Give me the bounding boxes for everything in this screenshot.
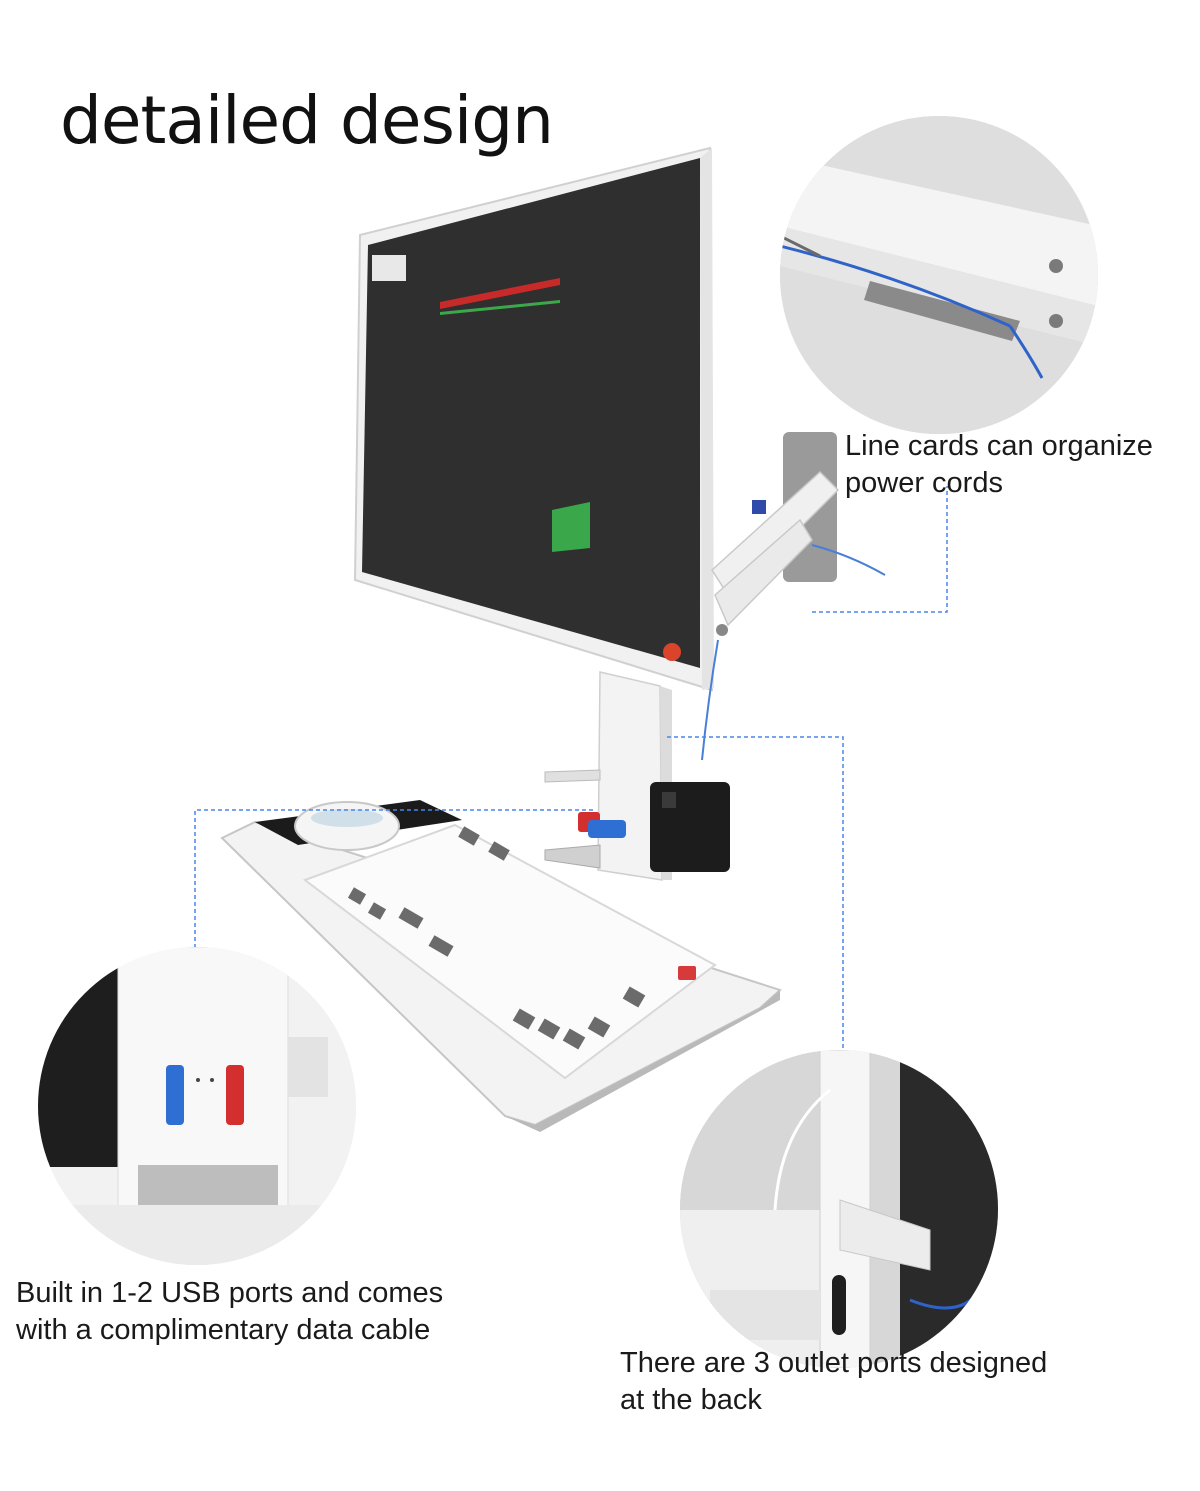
- usb-port-caption: Built in 1-2 USB ports and comes with a …: [16, 1275, 486, 1349]
- guide-lines: [194, 486, 948, 1050]
- usb-port-detail-circle: [38, 947, 356, 1265]
- caption-line: at the back: [620, 1384, 762, 1416]
- usb-drive-image: [578, 812, 626, 838]
- monitor-image: [353, 146, 714, 692]
- caption-line: with a complimentary data cable: [16, 1314, 431, 1346]
- usb-drive-image: [38, 947, 356, 1265]
- outlet-image: [680, 1050, 998, 1368]
- cup-holder-image: [650, 782, 730, 872]
- outlet-port-caption: There are 3 outlet ports designed at the…: [620, 1345, 1090, 1419]
- outlet-port-detail-circle: [680, 1050, 998, 1368]
- keyboard-image: [302, 823, 717, 1080]
- hook-bracket-image: [544, 769, 601, 869]
- page-title: detailed design: [60, 82, 554, 159]
- caption-line: Built in 1-2 USB ports and comes: [16, 1277, 444, 1309]
- caption-line: There are 3 outlet ports designed: [620, 1347, 1048, 1379]
- line-card-caption: Line cards can organize power cords: [845, 428, 1185, 502]
- mouse-image: [294, 801, 400, 851]
- cable-image: [780, 116, 1098, 434]
- caption-line: Line cards can organize: [845, 430, 1153, 462]
- line-card-detail-circle: [780, 116, 1098, 434]
- monitor-arm-image: [701, 432, 886, 761]
- caption-line: power cords: [845, 467, 1003, 499]
